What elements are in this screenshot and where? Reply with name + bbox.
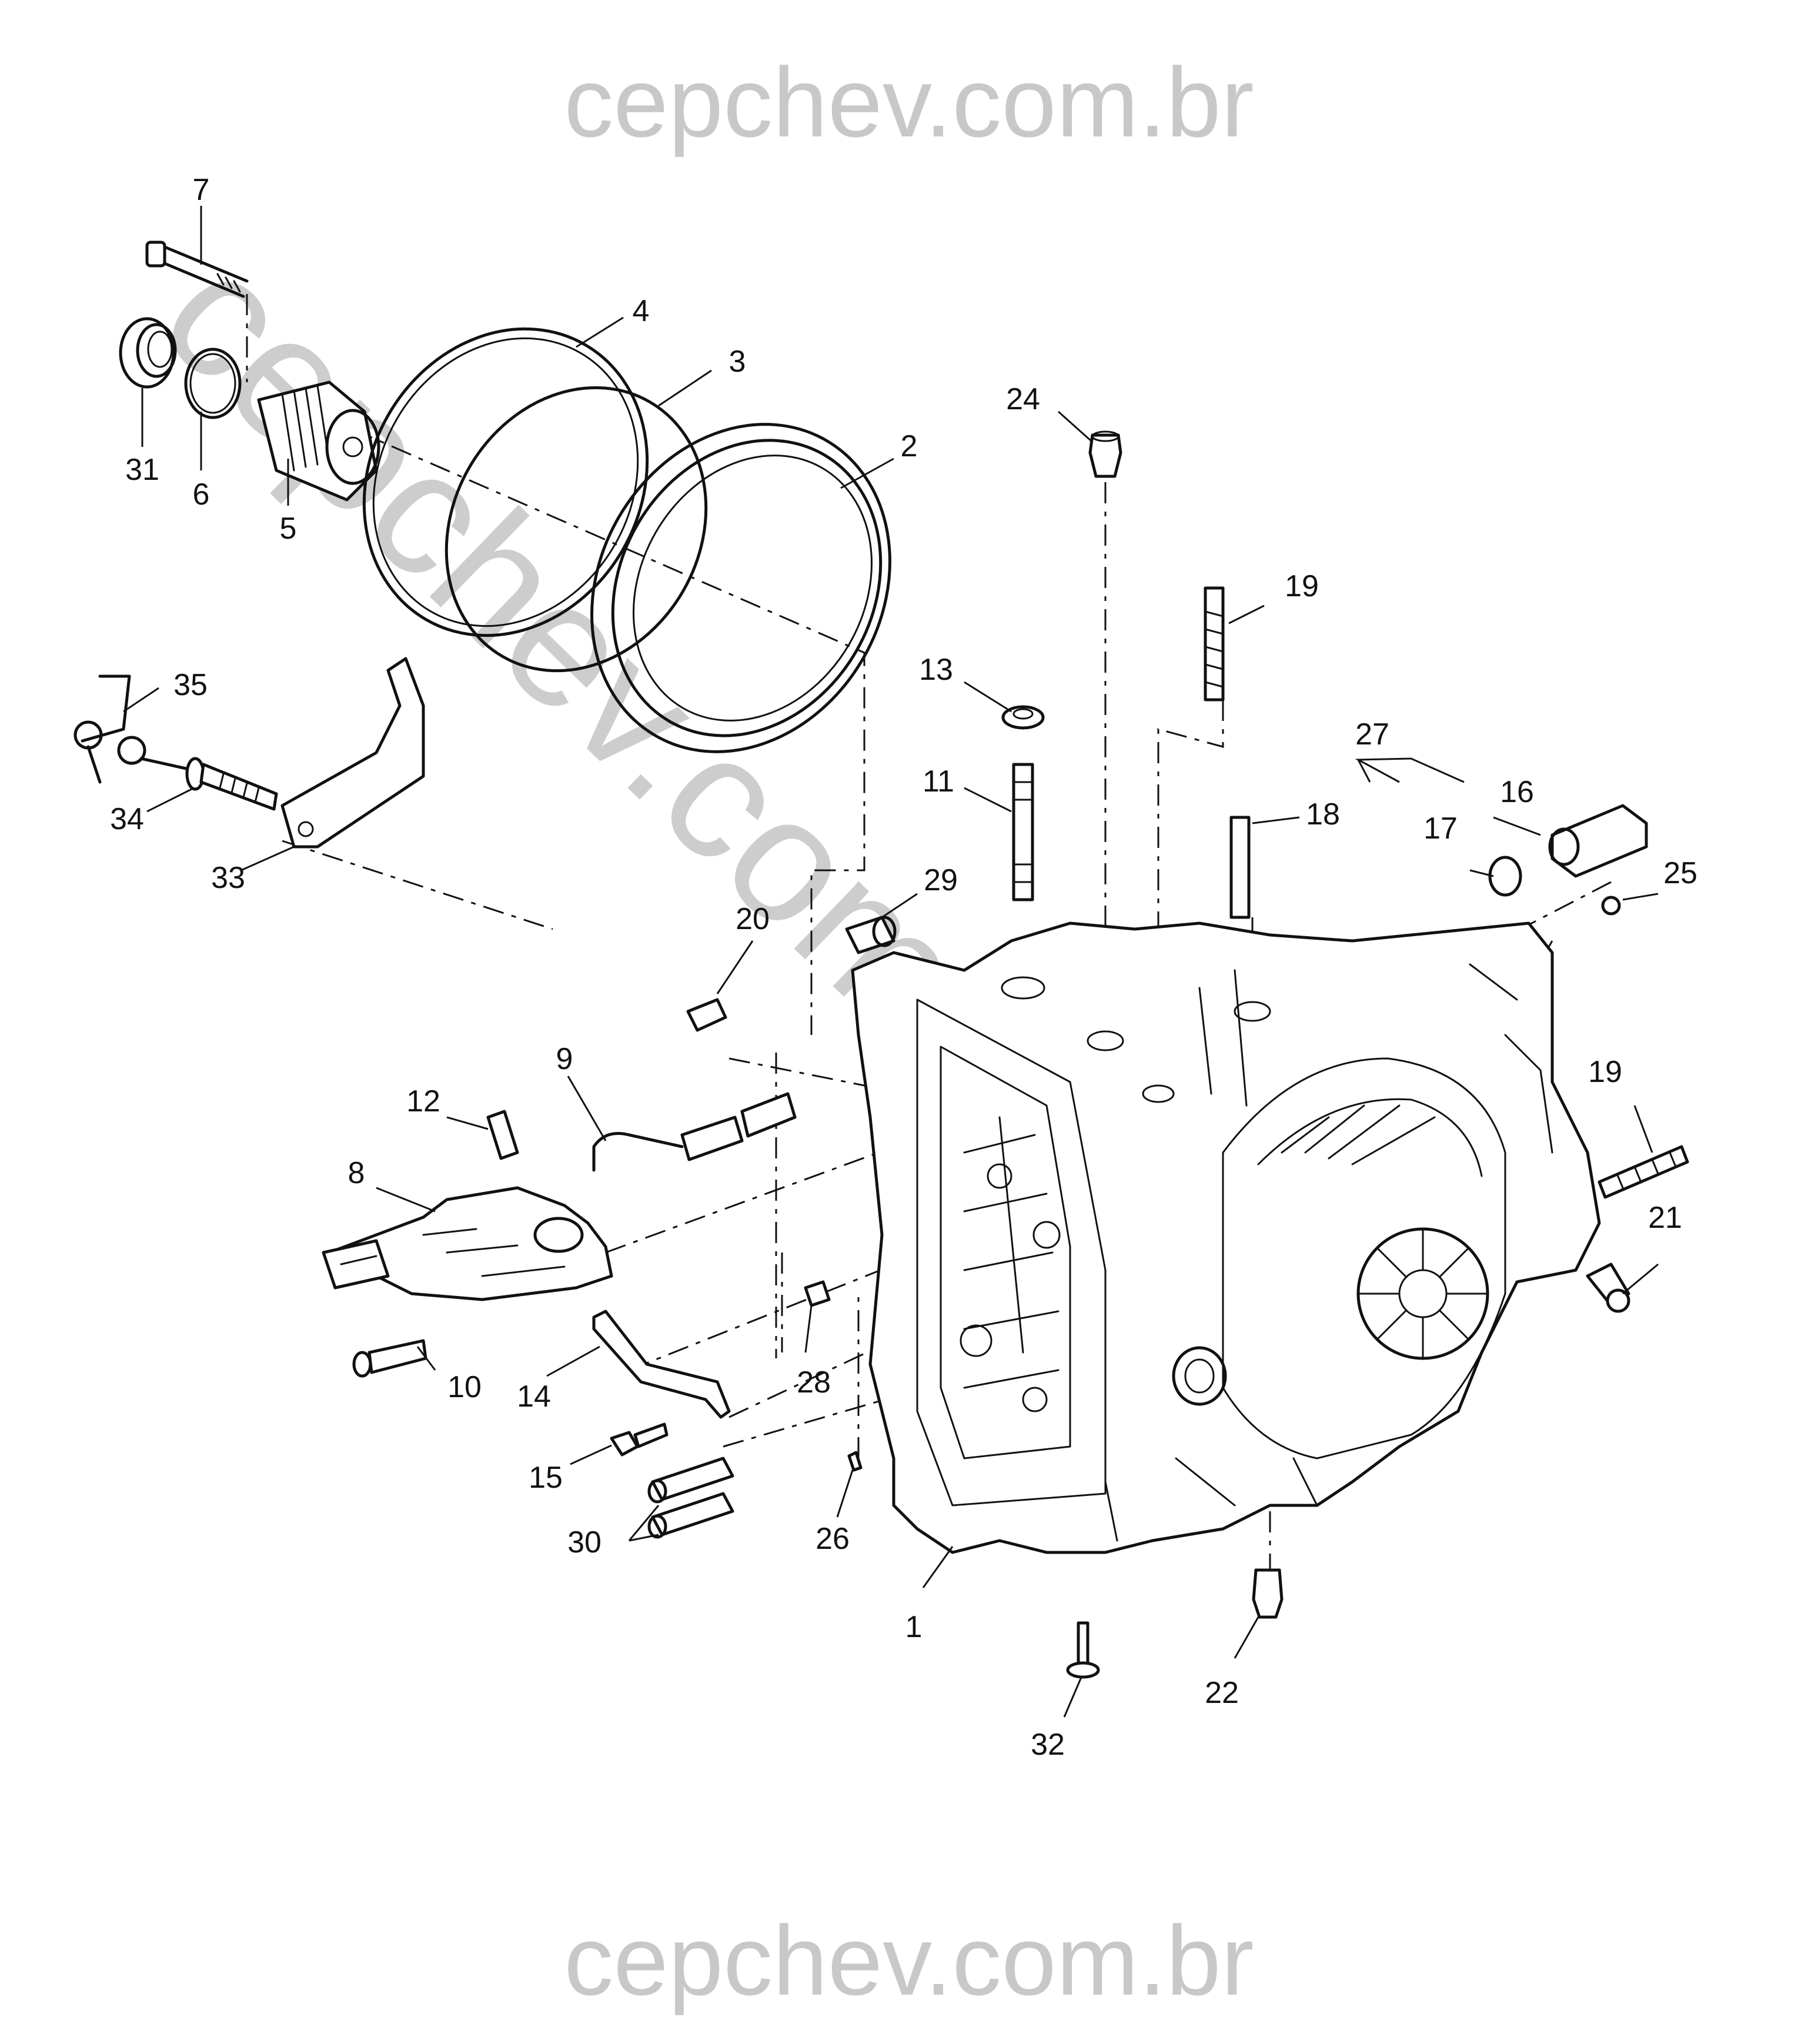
callout-33: 33 — [211, 861, 245, 895]
part-16-cylinder — [1548, 804, 1648, 878]
callout-13: 13 — [919, 653, 953, 687]
part-31-seal — [119, 317, 177, 389]
part-13-seal — [1001, 705, 1045, 730]
part-12-pin — [486, 1110, 519, 1160]
callout-20: 20 — [736, 902, 770, 936]
callout-34: 34 — [110, 802, 144, 836]
callout-1: 1 — [905, 1610, 923, 1644]
part-2-drum — [590, 423, 891, 753]
part-29-bushing — [845, 916, 897, 954]
callout-5: 5 — [280, 512, 297, 546]
callout-17: 17 — [1423, 811, 1458, 846]
callout-32: 32 — [1031, 1728, 1065, 1762]
part-22-plug — [1252, 1568, 1284, 1619]
part-3-ring — [445, 386, 708, 673]
part-1-transmission-case — [851, 921, 1601, 1554]
part-33-lever — [280, 657, 425, 849]
callout-16: 16 — [1500, 775, 1534, 809]
part-14-bracket — [592, 1310, 731, 1419]
part-21-plug — [1586, 1263, 1630, 1313]
part-4-snap-ring — [362, 327, 649, 637]
callout-21: 21 — [1648, 1201, 1682, 1235]
callout-19-upper: 19 — [1285, 569, 1319, 603]
callout-8: 8 — [348, 1156, 365, 1190]
callout-7: 7 — [193, 173, 210, 207]
part-19-stud-right — [1598, 1145, 1689, 1199]
part-28-pin — [804, 1280, 831, 1307]
part-25-fitting — [1601, 896, 1621, 916]
watermark-bottom: cepchev.com.br — [564, 1905, 1254, 2016]
part-17-clip — [1488, 856, 1522, 897]
callout-31: 31 — [125, 453, 159, 487]
part-7-bolt — [145, 241, 249, 298]
callout-2: 2 — [901, 429, 918, 463]
callout-14: 14 — [517, 1380, 551, 1414]
callout-labels: 7 4 3 2 31 6 5 24 19 13 11 27 16 17 18 2… — [110, 173, 1697, 1762]
callout-24: 24 — [1006, 382, 1040, 416]
part-30-sleeves — [647, 1457, 734, 1539]
part-9-tube — [592, 1092, 797, 1172]
callout-28: 28 — [797, 1365, 831, 1400]
part-19-stud-upper — [1204, 586, 1225, 702]
part-6-oring — [184, 348, 242, 419]
callout-18: 18 — [1306, 797, 1340, 831]
callout-29: 29 — [924, 863, 958, 897]
callout-4: 4 — [633, 294, 650, 328]
callout-25: 25 — [1663, 856, 1697, 890]
part-11-shaft — [1012, 763, 1034, 901]
callout-30: 30 — [567, 1525, 601, 1559]
callout-3: 3 — [729, 345, 746, 379]
part-35-spring — [73, 674, 146, 784]
part-8-switch-assembly — [322, 1186, 613, 1301]
part-24-plug — [1088, 430, 1122, 478]
callout-35: 35 — [173, 668, 208, 702]
part-32-bolt — [1066, 1621, 1100, 1679]
callout-22: 22 — [1205, 1676, 1239, 1710]
callout-27: 27 — [1355, 717, 1389, 752]
leader-lines — [123, 206, 1659, 1718]
callout-10: 10 — [447, 1370, 482, 1404]
part-20-pin — [686, 998, 727, 1032]
part-10-bolt — [352, 1339, 427, 1378]
callout-12: 12 — [406, 1084, 440, 1118]
callout-26: 26 — [816, 1522, 850, 1556]
part-18-pin — [1229, 816, 1251, 919]
callout-19-right: 19 — [1588, 1055, 1622, 1089]
part-34-bolt — [139, 757, 278, 811]
callout-15: 15 — [529, 1461, 563, 1495]
callout-11: 11 — [923, 764, 954, 799]
callout-9: 9 — [556, 1042, 573, 1076]
part-15-bolt — [610, 1422, 669, 1457]
watermark-top: cepchev.com.br — [564, 47, 1254, 158]
callout-6: 6 — [193, 477, 210, 512]
part-26-pin — [847, 1451, 863, 1472]
